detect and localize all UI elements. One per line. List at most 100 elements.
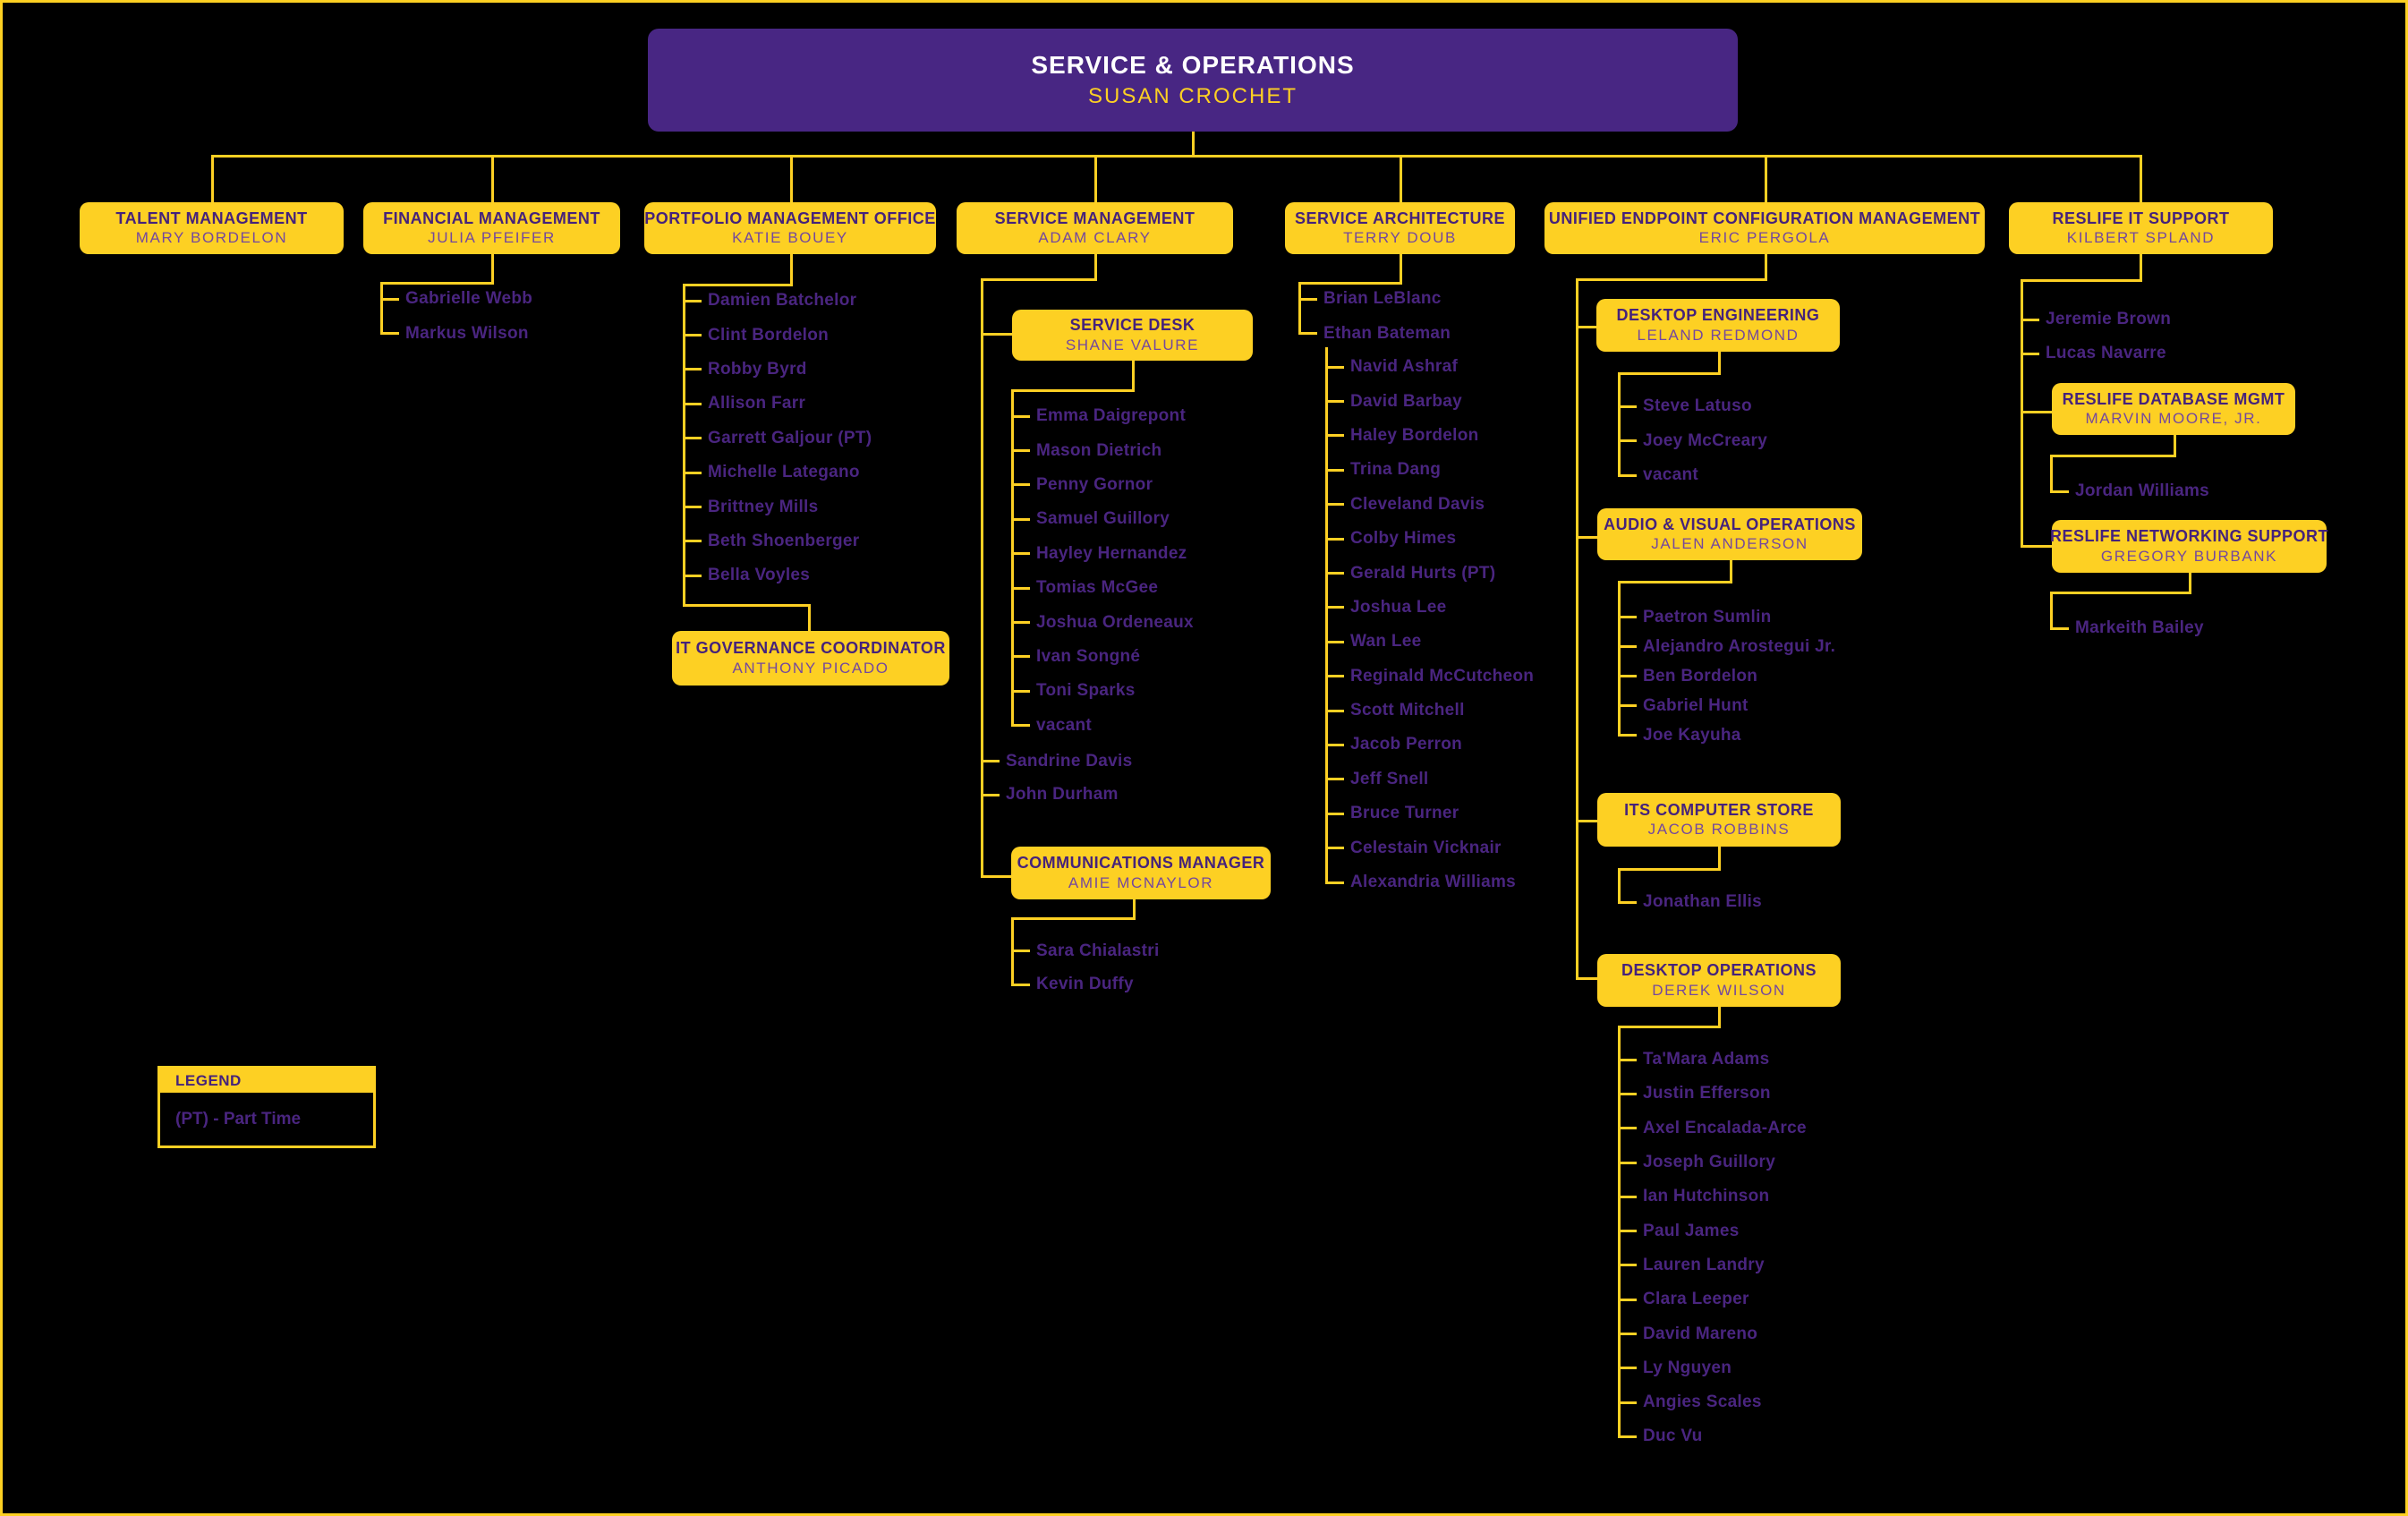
- report-row: Joey McCreary: [1618, 424, 1767, 459]
- report-name: Haley Bordelon: [1350, 425, 1479, 445]
- connector-line: [1400, 155, 1402, 202]
- connector-tick: [1325, 847, 1344, 850]
- connector-line: [1011, 389, 1014, 725]
- report-name: Mason Dietrich: [1036, 440, 1162, 460]
- report-name: Trina Dang: [1350, 460, 1442, 480]
- report-name: Paetron Sumlin: [1643, 607, 1772, 626]
- connector-tick: [1325, 812, 1344, 815]
- report-name: Ben Bordelon: [1643, 666, 1758, 686]
- root-box: SERVICE & OPERATIONS SUSAN CROCHET: [648, 29, 1738, 132]
- connector-tick: [683, 437, 702, 440]
- report-name: Joey McCreary: [1643, 430, 1768, 450]
- connector-tick: [1618, 1435, 1637, 1438]
- report-row: Joshua Ordeneaux: [1011, 605, 1194, 639]
- report-row: Haley Bordelon: [1325, 419, 1534, 453]
- dept-person: GREGORY BURBANK: [2100, 547, 2278, 565]
- report-name: Navid Ashraf: [1350, 357, 1459, 377]
- report-row: Steve Latuso: [1618, 389, 1767, 424]
- report-row: Sara Chialastri: [1011, 934, 1160, 968]
- dept-person: SHANE VALURE: [1065, 336, 1200, 353]
- connector-line: [808, 604, 811, 631]
- connector-tick: [1011, 517, 1030, 521]
- report-row: Axel Encalada-Arce: [1618, 1111, 1807, 1146]
- legend: LEGEND (PT) - Part Time: [157, 1066, 376, 1148]
- dept-person: MARVIN MOORE, JR.: [2085, 410, 2262, 428]
- connector-line: [1618, 581, 1621, 736]
- report-list-reslife-db: Jordan Williams: [2050, 474, 2209, 508]
- report-row: Mason Dietrich: [1011, 433, 1194, 467]
- report-name: Joshua Ordeneaux: [1036, 612, 1194, 632]
- report-name: Joseph Guillory: [1643, 1153, 1776, 1172]
- report-name: Steve Latuso: [1643, 396, 1752, 416]
- connector-line: [1011, 389, 1135, 392]
- report-name: Gabrielle Webb: [405, 289, 533, 309]
- report-row: Lucas Navarre: [2021, 336, 2171, 370]
- report-row: Jeff Snell: [1325, 762, 1534, 796]
- connector-line: [683, 604, 808, 607]
- connector-tick: [1618, 616, 1637, 618]
- connector-tick: [1618, 405, 1637, 408]
- report-name: Samuel Guillory: [1036, 509, 1170, 529]
- report-row: Ly Nguyen: [1618, 1351, 1807, 1385]
- dept-person: TERRY DOUB: [1343, 229, 1457, 247]
- report-row: Michelle Lategano: [683, 456, 872, 490]
- connector-line: [1618, 581, 1732, 583]
- dept-box-desktop-engineering: DESKTOP ENGINEERING LELAND REDMOND: [1596, 299, 1840, 352]
- report-row: Penny Gornor: [1011, 468, 1194, 502]
- connector-tick: [1011, 586, 1030, 590]
- report-list-reslife-network: Markeith Bailey: [2050, 611, 2204, 645]
- dept-box-reslife-networking-support: RESLIFE NETWORKING SUPPORT GREGORY BURBA…: [2050, 520, 2328, 573]
- connector-line: [211, 155, 214, 202]
- connector-line: [1576, 326, 1596, 328]
- legend-header: LEGEND: [160, 1069, 373, 1093]
- connector-tick: [1618, 439, 1637, 443]
- dept-person: ADAM CLARY: [1038, 229, 1152, 247]
- report-name: vacant: [1643, 465, 1699, 485]
- dept-box-reslife-it-support: RESLIFE IT SUPPORT KILBERT SPLAND: [2009, 202, 2273, 254]
- report-name: Robby Byrd: [708, 359, 807, 379]
- report-list-its-computer-store: Jonathan Ellis: [1618, 885, 1762, 919]
- connector-tick: [2021, 318, 2039, 321]
- dept-title: PORTFOLIO MANAGEMENT OFFICE: [644, 209, 936, 227]
- report-row: Ta'Mara Adams: [1618, 1043, 1807, 1077]
- report-row: Kevin Duffy: [1011, 968, 1160, 1002]
- connector-tick: [1011, 950, 1030, 953]
- report-row: Duc Vu: [1618, 1419, 1807, 1453]
- connector-tick: [1325, 675, 1344, 678]
- connector-tick: [683, 540, 702, 543]
- connector-line: [981, 875, 1011, 878]
- report-name: Markus Wilson: [405, 323, 529, 343]
- connector-tick: [683, 574, 702, 577]
- connector-line: [2021, 545, 2052, 548]
- report-name: Reginald McCutcheon: [1350, 666, 1535, 686]
- report-row: Celestain Vicknair: [1325, 830, 1534, 864]
- connector-line: [1730, 560, 1732, 581]
- connector-line: [2050, 455, 2053, 491]
- connector-tick: [1618, 675, 1637, 677]
- report-name: Markeith Bailey: [2075, 618, 2204, 637]
- connector-line: [1618, 868, 1621, 902]
- report-name: Justin Efferson: [1643, 1084, 1771, 1103]
- dept-title: DESKTOP ENGINEERING: [1616, 306, 1820, 325]
- report-row: Trina Dang: [1325, 453, 1534, 487]
- connector-line: [2050, 592, 2053, 628]
- dept-person: ERIC PERGOLA: [1698, 229, 1831, 247]
- report-row: Joshua Lee: [1325, 591, 1534, 625]
- connector-line: [981, 333, 1012, 336]
- connector-tick: [1618, 1230, 1637, 1233]
- report-name: Bruce Turner: [1350, 804, 1459, 823]
- connector-line: [1298, 282, 1402, 285]
- dept-box-service-architecture: SERVICE ARCHITECTURE TERRY DOUB: [1285, 202, 1515, 254]
- report-row: Clara Leeper: [1618, 1282, 1807, 1316]
- connector-line: [211, 155, 2142, 158]
- report-row: Gerald Hurts (PT): [1325, 556, 1534, 590]
- connector-line: [2174, 435, 2176, 455]
- report-row: Brian LeBlanc: [1298, 282, 1451, 317]
- connector-line: [2050, 592, 2191, 594]
- report-name: Jeremie Brown: [2046, 310, 2172, 328]
- connector-line: [981, 278, 983, 878]
- dept-person: KATIE BOUEY: [732, 229, 848, 247]
